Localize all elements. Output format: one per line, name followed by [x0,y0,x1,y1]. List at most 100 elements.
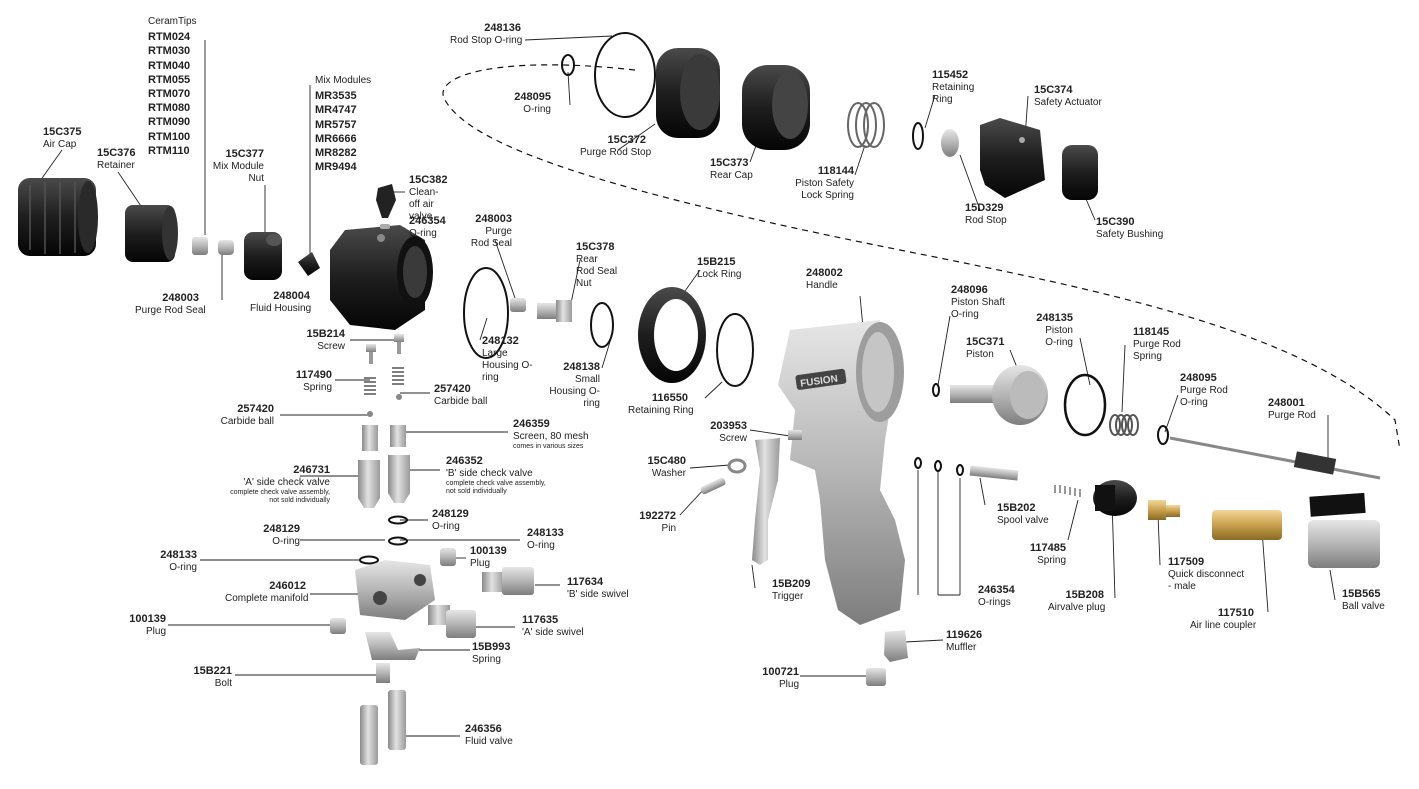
part-name: Quick disconnect - male [1168,569,1245,592]
purge-rod-seal-mid-part [510,298,526,312]
part-name: Purge Rod O-ring [1180,385,1228,408]
part-name: Rod Stop O-ring [450,35,523,46]
retainer-part [125,205,178,262]
safety-bushing-part [1062,145,1098,200]
part-number: 248096 [951,284,988,296]
piston-shaft-o-ring-part [932,383,940,397]
fluid-valve-part [360,690,406,765]
part-number: 15B214 [306,328,345,340]
part-name: Purge Rod Seal [470,226,512,249]
part-name: O-ring [523,104,551,115]
ceramtip-item: RTM030 [148,45,191,58]
small-housing-o-ring-part [590,302,614,348]
part-number: 15C373 [710,157,749,169]
part-name: Safety Actuator [1034,97,1102,108]
part-name: Purge Rod [1268,410,1316,421]
swivel-a-part [428,605,476,638]
lock-ring-part [638,287,706,383]
part-name: Spring [303,382,332,393]
plug-100139-left-part [330,618,346,634]
purge-rod-o-ring-part [1157,425,1169,445]
part-name: Purge Rod Stop [580,147,652,158]
part-number: 246012 [269,580,306,592]
ceramtip-item: RTM055 [148,73,191,86]
part-name: Washer [651,468,686,479]
part-name: Screw [317,341,345,352]
part-number: 15C371 [966,336,1005,348]
part-number: 248002 [806,267,843,279]
ceramtip-item: RTM080 [148,102,191,115]
ceramtip-item: RTM100 [148,130,191,143]
purge-rod-stop-part [656,48,720,138]
carbide-ball-b-part [396,394,402,400]
part-number: 248132 [482,335,519,347]
part-name: Spool valve [997,515,1049,526]
part-number: 15B215 [697,256,736,268]
part-number: 100721 [762,666,799,678]
purge-rod-part [1169,436,1381,480]
piston-part [950,365,1048,425]
ceramtip-part [192,237,208,255]
mix-module-item: MR3535 [315,90,357,103]
part-name: Airvalve plug [1048,602,1106,613]
plug-100721-part [866,668,886,686]
o-ring-248129-part [388,515,408,525]
part-number: 248129 [432,508,469,520]
part-name: Screen, 80 mesh [513,431,589,442]
part-name: O-ring [169,562,197,573]
part-name: O-ring [409,228,437,239]
ceramtip-item: RTM110 [148,144,190,157]
part-number: 118144 [817,165,854,177]
retaining-ring-115452-part [912,122,924,150]
part-number: 248003 [162,292,199,304]
part-name: 'B' side swivel [567,589,629,600]
part-number: 100139 [470,545,507,557]
part-number: 15B993 [472,641,511,653]
air-line-coupler-part [1212,510,1282,540]
part-number: 257420 [237,403,274,415]
part-number: 15C374 [1034,84,1073,96]
part-number: 115452 [932,69,969,81]
callout-117635: 117635'A' side swivel [522,614,584,639]
mix-module-item: MR8282 [315,147,357,160]
quick-disconnect-part [1148,500,1180,520]
part-number: 117635 [522,614,559,626]
swivel-b-part [482,567,534,595]
ceramtip-item: RTM024 [148,31,191,44]
plug-100139-part [440,548,456,566]
part-name: 'A' side swivel [522,627,584,638]
part-name: Piston O-ring [1045,325,1073,348]
part-number: 15C375 [43,126,82,138]
part-number: 248095 [514,91,551,103]
part-number: 15B209 [772,578,811,590]
piston-o-ring-part [1063,373,1107,437]
part-name: Pin [661,523,676,534]
retaining-ring-116550-part [716,313,754,387]
part-number: 15C378 [576,241,615,253]
part-note: complete check valve assembly, not sold … [230,489,330,504]
part-name: Clean-off air valve [409,187,439,222]
o-ring-small-part [380,224,390,229]
part-number: 100139 [129,613,166,625]
part-name: O-ring [432,521,460,532]
ceramtip-item: RTM090 [148,116,191,129]
